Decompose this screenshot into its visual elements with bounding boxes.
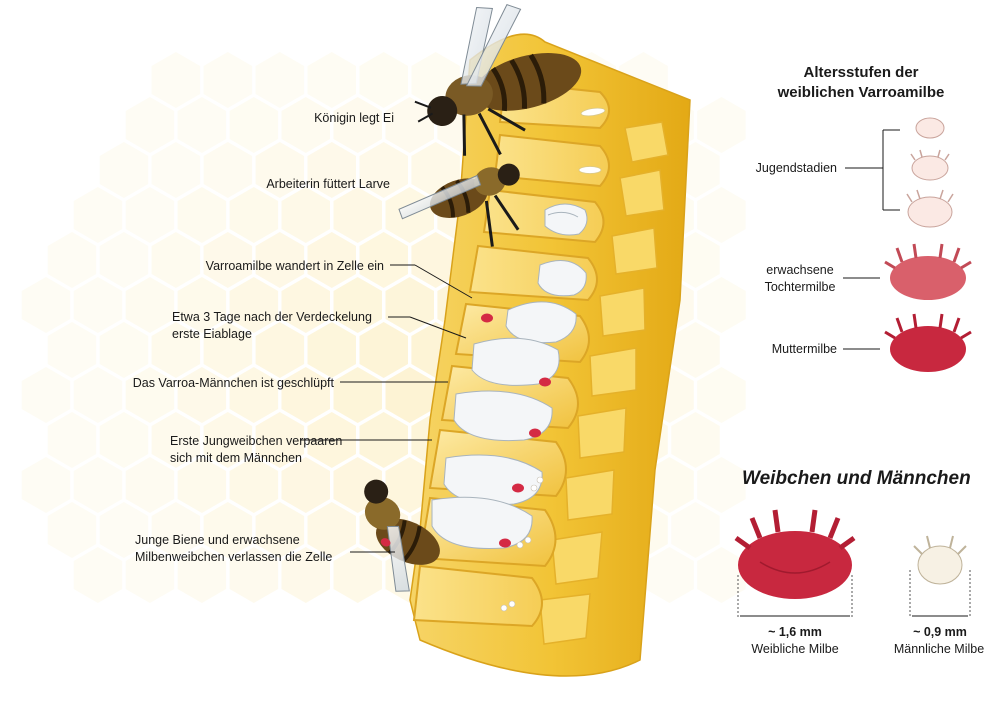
background-hexagon xyxy=(334,547,383,603)
mother-mite xyxy=(885,314,971,372)
juvenile-mite-1 xyxy=(916,118,944,138)
background-hexagon xyxy=(100,142,149,198)
background-hexagon xyxy=(697,457,746,513)
background-hexagon xyxy=(22,367,70,423)
background-hexagon xyxy=(22,457,70,513)
background-hexagon xyxy=(360,52,409,108)
male-size: ~ 0,9 mm xyxy=(895,625,985,639)
background-hexagon xyxy=(334,187,383,243)
background-hexagon xyxy=(386,367,435,423)
juvenile-mite-3 xyxy=(907,190,953,227)
background-hexagon xyxy=(100,232,149,288)
background-hexagon xyxy=(48,322,96,378)
juvenile-label: Jugendstadien xyxy=(756,160,837,177)
background-hexagon xyxy=(126,457,175,513)
background-hexagon xyxy=(230,97,279,153)
background-hexagon xyxy=(22,277,70,333)
mother-mite-label: Muttermilbe xyxy=(772,341,837,358)
background-hexagon xyxy=(178,97,227,153)
background-hexagon xyxy=(74,277,123,333)
female-male-title: Weibchen und Männchen xyxy=(742,468,971,490)
background-hexagon xyxy=(230,187,279,243)
juvenile-mite-2 xyxy=(911,150,949,180)
background-hexagon xyxy=(100,322,149,378)
daughter-mite xyxy=(885,244,971,300)
juvenile-bracket xyxy=(843,130,900,349)
female-mite-large xyxy=(736,510,854,599)
background-hexagon xyxy=(645,547,694,603)
stage-label-queen-lays: Königin legt Ei xyxy=(314,110,394,127)
background-hexagon xyxy=(282,187,331,243)
background-hexagon xyxy=(671,322,719,378)
background-hexagon xyxy=(74,547,123,603)
female-size: ~ 1,6 mm xyxy=(740,625,850,639)
background-hexagon xyxy=(48,412,96,468)
background-hexagon xyxy=(126,187,175,243)
background-hexagon xyxy=(697,187,746,243)
background-hexagon xyxy=(152,142,201,198)
background-hexagon xyxy=(204,142,253,198)
background-hexagon xyxy=(671,502,719,558)
background-hexagon xyxy=(334,367,383,423)
background-hexagon xyxy=(152,52,201,108)
background-hexagon xyxy=(671,412,719,468)
background-hexagon xyxy=(308,52,357,108)
background-hexagon xyxy=(126,97,175,153)
stage-label-worker-feeds: Arbeiterin füttert Larve xyxy=(266,176,390,193)
background-hexagon xyxy=(697,367,746,423)
background-hexagon xyxy=(74,187,123,243)
background-hexagon xyxy=(126,277,175,333)
background-hexagon xyxy=(48,502,96,558)
background-hexagon xyxy=(48,232,96,288)
background-hexagon xyxy=(152,232,201,288)
background-hexagon xyxy=(74,367,123,423)
background-hexagon xyxy=(256,52,305,108)
age-stages-title: Altersstufen derweiblichen Varroamilbe xyxy=(756,63,966,103)
stage-label-mite-enters: Varroamilbe wandert in Zelle ein xyxy=(206,258,384,275)
background-hexagon xyxy=(100,412,149,468)
stage-label-male-hatched: Das Varroa-Männchen ist geschlüpft xyxy=(133,375,334,392)
background-hexagon xyxy=(386,277,435,333)
background-hexagon xyxy=(74,457,123,513)
background-hexagon xyxy=(204,52,253,108)
daughter-mite-label: erwachseneTochtermilbe xyxy=(758,262,842,296)
male-label: Männliche Milbe xyxy=(880,642,998,656)
female-label: Weibliche Milbe xyxy=(730,642,860,656)
background-hexagon xyxy=(697,277,746,333)
background-hexagon xyxy=(697,97,746,153)
male-mite-small xyxy=(914,536,966,584)
background-hexagon xyxy=(178,187,227,243)
